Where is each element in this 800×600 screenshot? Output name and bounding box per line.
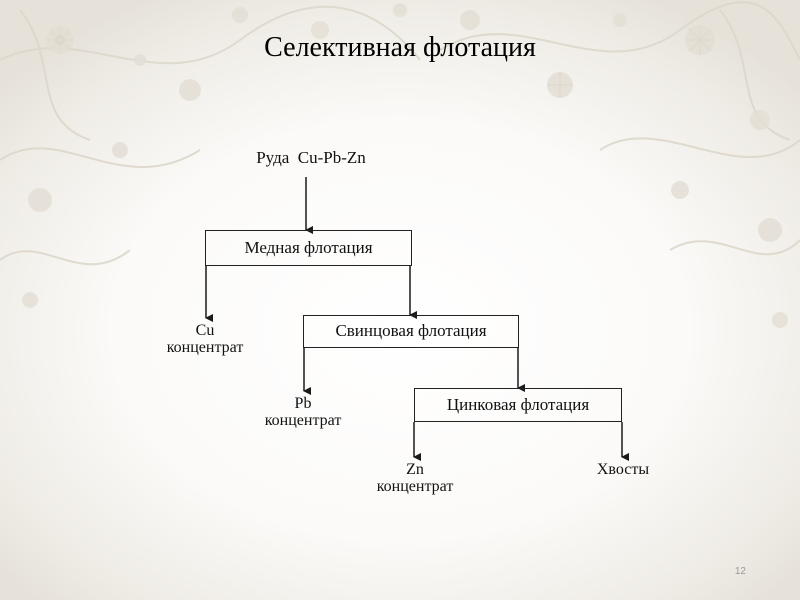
lead-flotation-box: Свинцовая флотация [303,315,519,348]
zinc-flotation-box: Цинковая флотация [414,388,622,422]
copper-flotation-label: Медная флотация [244,238,373,257]
cu-concentrate-text: концентрат [166,339,244,356]
zn-concentrate-text: концентрат [376,478,454,495]
tailings-label: Хвосты [575,461,671,478]
copper-flotation-box: Медная флотация [205,230,412,266]
pb-concentrate-label: Pb концентрат [248,395,358,429]
slide-number: 12 [734,566,746,577]
pb-concentrate-text: концентрат [264,412,342,429]
cu-concentrate-label: Cu концентрат [150,322,260,356]
lead-flotation-label: Свинцовая флотация [335,321,487,340]
zinc-flotation-label: Цинковая флотация [446,395,590,414]
slide-title: Селективная флотация [264,32,536,63]
pb-concentrate-element: Pb [294,395,312,412]
ore-source-label: Руда Cu-Pb-Zn [256,148,366,167]
zn-concentrate-label: Zn концентрат [360,461,470,495]
tailings-text: Хвосты [596,461,650,478]
cu-concentrate-element: Cu [195,322,215,339]
zn-concentrate-element: Zn [406,461,424,478]
